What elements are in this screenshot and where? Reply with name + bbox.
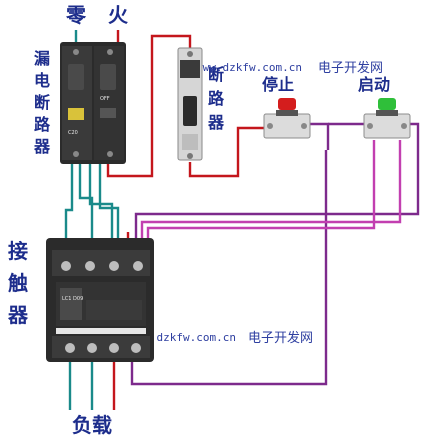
start-label: 启动 — [358, 75, 390, 94]
magenta-wires — [140, 140, 402, 242]
mini-breaker — [177, 47, 203, 161]
watermark-bottom: www.dzkfw.com.cn 电子开发网 — [130, 330, 313, 346]
test-window — [68, 108, 84, 120]
svg-text:断: 断 — [208, 65, 224, 84]
svg-text:漏: 漏 — [34, 49, 50, 68]
svg-text:电子开发网: 电子开发网 — [248, 330, 313, 346]
stop-button-unit — [263, 98, 311, 139]
stop-button[interactable] — [278, 98, 296, 110]
contactor-label: 接 触 器 — [7, 239, 29, 327]
svg-text:接: 接 — [8, 239, 28, 263]
breaker-off-mark: OFF — [100, 96, 110, 102]
svg-text:www.dzkfw.com.cn: www.dzkfw.com.cn — [130, 331, 236, 344]
svg-text:触: 触 — [8, 271, 28, 295]
start-button-unit — [363, 98, 411, 139]
teal-wires — [64, 162, 120, 242]
svg-text:器: 器 — [33, 137, 51, 156]
load-label: 负载 — [72, 413, 112, 437]
svg-text:电: 电 — [34, 71, 50, 90]
breaker-label: 断 路 器 — [207, 65, 225, 132]
leakage-breaker-toggle[interactable] — [68, 64, 84, 90]
contactor: LC1 D09 — [46, 238, 154, 362]
leakage-breaker: OFF C20 — [60, 42, 126, 164]
load-wires — [68, 360, 94, 410]
leakage-breaker-label: 漏 电 断 路 器 — [33, 49, 51, 156]
live-label: 火 — [108, 3, 129, 27]
start-button[interactable] — [378, 98, 396, 110]
purple-wires — [130, 122, 420, 386]
svg-text:器: 器 — [207, 113, 225, 132]
svg-text:器: 器 — [7, 303, 29, 327]
svg-text:电子开发网: 电子开发网 — [318, 60, 383, 76]
svg-text:www.dzkfw.com.cn: www.dzkfw.com.cn — [196, 61, 302, 74]
stop-label: 停止 — [262, 75, 294, 94]
contactor-model: LC1 D09 — [62, 296, 83, 302]
breaker-rating-mark: C20 — [68, 130, 78, 136]
svg-text:路: 路 — [34, 115, 51, 134]
watermark-top: www.dzkfw.com.cn 电子开发网 — [196, 60, 383, 76]
neutral-label: 零 — [65, 3, 87, 27]
svg-text:路: 路 — [208, 89, 225, 108]
svg-text:断: 断 — [34, 93, 50, 112]
mini-breaker-toggle[interactable] — [183, 96, 197, 126]
